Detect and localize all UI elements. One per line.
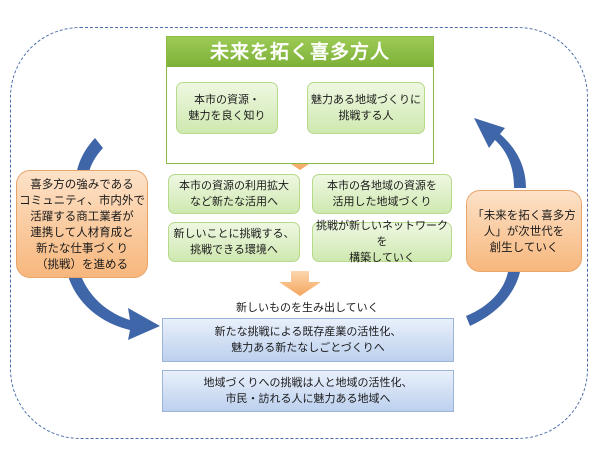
caption-create-new: 新しいものを生み出していく: [236, 301, 379, 314]
top-box-resources: 本市の資源・ 魅力を良く知り: [176, 82, 278, 134]
dashed-cycle-frame: [10, 27, 588, 439]
bottom-box-region: 地域づくりへの挑戦は人と地域の活性化、 市民・訪れる人に魅力ある地域へ: [162, 370, 454, 412]
middle-box-network: 挑戦が新しいネットワークを 構築していく: [312, 219, 452, 264]
top-box-challenger: 魅力ある地域づくりに 挑戦する人: [307, 82, 425, 134]
title-bar: 未来を拓く喜多方人: [167, 37, 433, 67]
right-next-generation-box: 「未来を拓く喜多方 人」が次世代を 創生していく: [466, 190, 582, 272]
left-curved-arrow-icon: [66, 266, 160, 340]
right-curved-arrow-icon: [466, 272, 520, 326]
bottom-box-industry: 新たな挑戦による既存産業の活性化、 魅力ある新たなしごとづくりへ: [162, 318, 454, 362]
middle-box-resource-use: 本市の資源の利用拡大 など新たな活用へ: [168, 174, 300, 214]
right-curved-arrow-icon: [474, 118, 526, 188]
down-arrow-icon: [279, 271, 321, 296]
middle-box-challenge-environment: 新しいことに挑戦する、 挑戦できる環境へ: [168, 222, 300, 262]
middle-box-regional-development: 本市の各地域の資源を 活用した地域づくり: [312, 174, 452, 214]
left-strength-box: 喜多方の強みである コミュニティ、市内外で 活躍する商工業者が 連携して人材育成…: [16, 170, 148, 278]
